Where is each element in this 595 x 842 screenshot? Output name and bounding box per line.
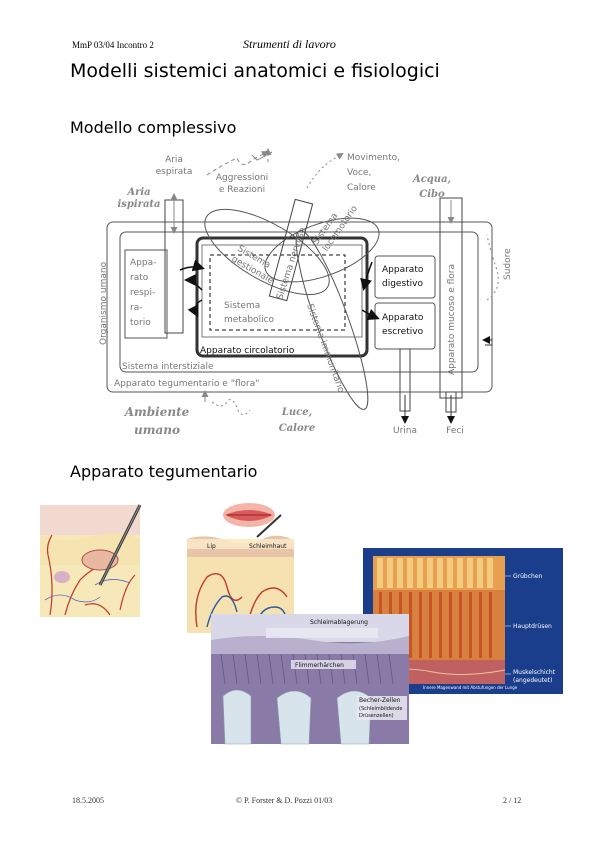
sudore-label: Sudore [503, 248, 513, 280]
skin-cross-section-image [40, 504, 142, 617]
section-heading-tegumentario: Apparato tegumentario [70, 462, 258, 481]
movimento-label: Movimento,Voce,Calore [347, 153, 400, 193]
svg-text:Muskelschicht: Muskelschicht [513, 669, 556, 676]
svg-text:Drüsenzellen): Drüsenzellen) [359, 713, 394, 719]
mucosa-cilia-image: Schleimablagerung Flimmerhärchen Becher-… [211, 614, 409, 745]
acqua-cibo-label: Acqua,Cibo [412, 174, 451, 200]
footer-page: 2 / 12 [503, 796, 522, 805]
header-left: MmP 03/04 Incontro 2 [72, 40, 154, 50]
section-heading-modello: Modello complessivo [70, 118, 237, 137]
svg-text:Grübchen: Grübchen [513, 573, 543, 580]
footer-date: 18.5.2005 [72, 796, 104, 805]
organismo-umano-label: Organismo umano [99, 261, 109, 345]
page-title: Modelli sistemici anatomici e fisiologic… [70, 60, 440, 82]
digestive-box [374, 255, 436, 299]
svg-text:Flimmerhärchen: Flimmerhärchen [295, 662, 344, 669]
respiratory-box [124, 249, 168, 339]
feci-label: Feci [446, 426, 464, 436]
svg-text:Schleimhaut: Schleimhaut [249, 543, 287, 550]
excretory-box [374, 302, 436, 350]
urina-label: Urina [393, 426, 417, 436]
lips-cross-section-image: Lip Schleimhaut [187, 497, 294, 633]
luce-calore-label: Luce,Calore [279, 407, 316, 434]
svg-text:Becher-Zellen: Becher-Zellen [359, 697, 401, 704]
apparato-mucosa-label: Apparato mucoso e flora [447, 264, 457, 375]
outer-tegument-box [106, 221, 493, 393]
svg-text:Hauptdrüsen: Hauptdrüsen [513, 623, 552, 630]
apparato-circolatorio-label: Apparato circolatorio [200, 346, 295, 356]
sistema-immunitario-label: Sistema immunitario [304, 303, 346, 395]
apparato-tegumentario-flora-label: Apparato tegumentario e "flora" [114, 379, 259, 389]
svg-text:Lip: Lip [207, 543, 216, 550]
svg-text:Schleimablagerung: Schleimablagerung [310, 619, 368, 626]
circulatory-box [195, 236, 369, 358]
footer-copyright: © P. Forster & D. Pozzi 01/03 [236, 796, 333, 805]
svg-text:Innere Magenwand mit Abstufung: Innere Magenwand mit Abstufungen der Lun… [423, 685, 518, 690]
header-center: Strumenti di lavoro [243, 37, 336, 51]
svg-text:(angedeutet): (angedeutet) [513, 677, 552, 684]
sistema-interstiziale-label: Sistema interstiziale [122, 362, 214, 372]
svg-text:(Schleimbildende: (Schleimbildende [359, 706, 402, 712]
